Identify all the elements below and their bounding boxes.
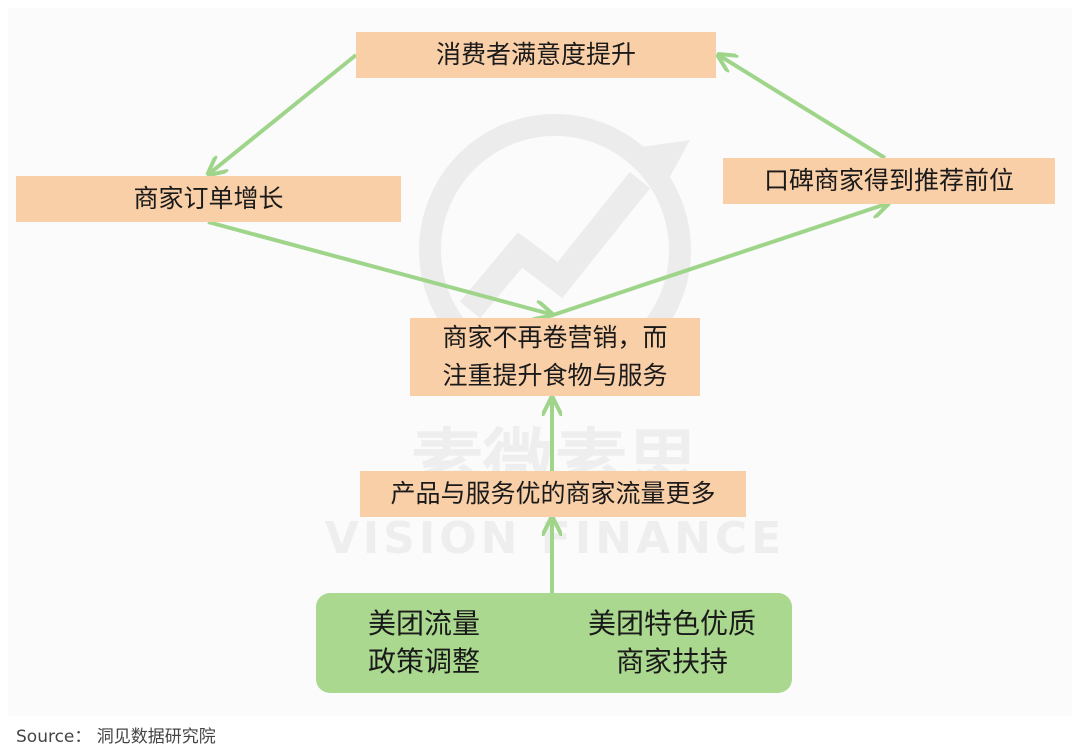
box-middle-line-1: 商家不再卷营销，而 <box>442 323 668 352</box>
box-middle-line-2: 注重提升食物与服务 <box>442 361 668 390</box>
box-consumer-satisfaction: 消费者满意度提升 <box>356 32 716 78</box>
base-left-line-1: 美团流量 <box>368 607 481 640</box>
base-left-line-2: 政策调整 <box>368 645 481 678</box>
source-caption: Source： 洞见数据研究院 <box>16 727 216 747</box>
base-right-group: 美团特色优质 商家扶持 <box>588 605 756 681</box>
base-left-group: 美团流量 政策调整 <box>368 605 480 681</box>
box-reputation-merchants-recommended: 口碑商家得到推荐前位 <box>723 158 1055 204</box>
base-right-line-2: 商家扶持 <box>615 645 728 678</box>
base-right-line-1: 美团特色优质 <box>587 607 756 640</box>
box-merchants-focus-quality: 商家不再卷营销，而 注重提升食物与服务 <box>410 318 700 396</box>
box-merchant-orders: 商家订单增长 <box>16 176 401 222</box>
box-meituan-support: 美团流量 政策调整 美团特色优质 商家扶持 <box>316 593 792 693</box>
box-quality-merchants-more-traffic: 产品与服务优的商家流量更多 <box>360 471 746 517</box>
